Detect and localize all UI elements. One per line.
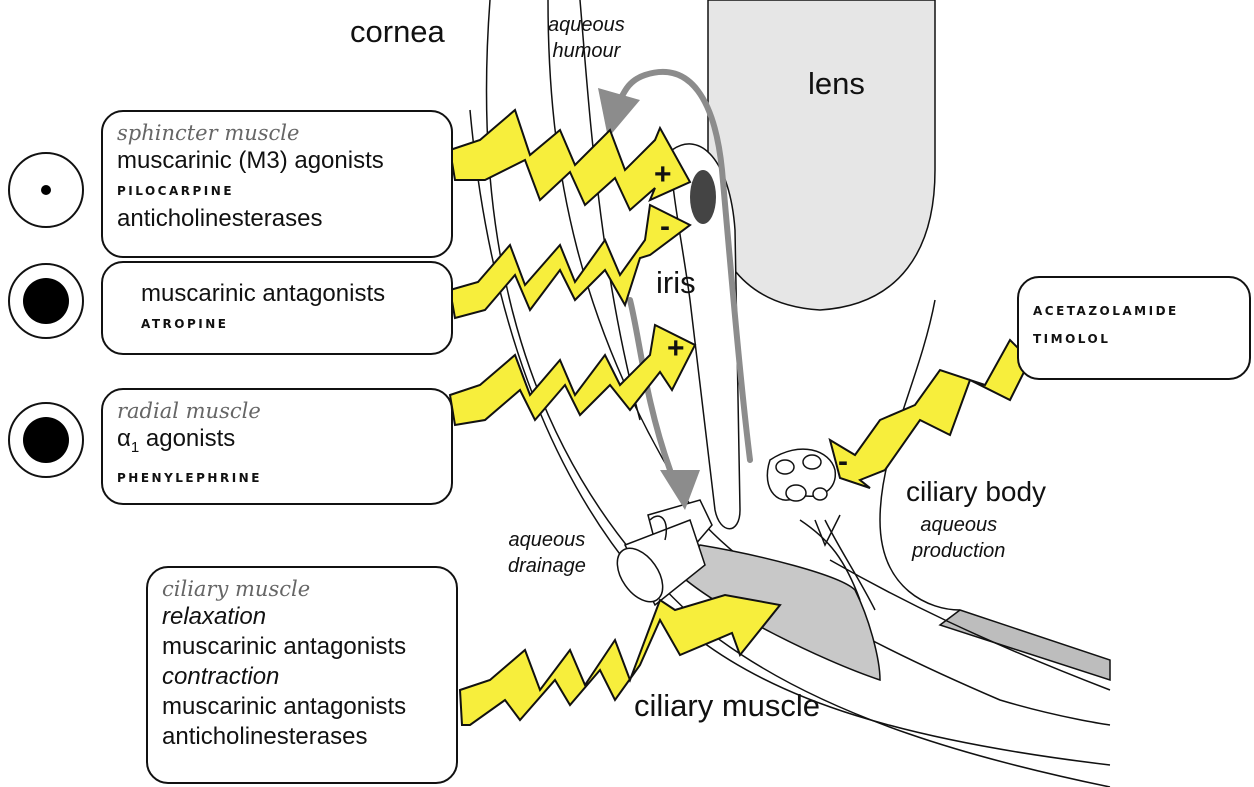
aqueous-drainage-line2: drainage (508, 555, 586, 577)
radial-effect-sign: + (667, 334, 685, 364)
alpha-subscript: 1 (131, 439, 139, 456)
relaxation-antagonists-text: muscarinic antagonists (162, 632, 442, 662)
contraction-anticholinesterases-text: anticholinesterases (162, 722, 442, 752)
dilated-pupil-dot-2 (23, 417, 69, 463)
ciliary-body-label: ciliary body (906, 476, 1046, 508)
phenylephrine-label: PHENYLEPHRINE (117, 463, 437, 491)
sphincter-anticholinesterases-text: anticholinesterases (117, 204, 437, 234)
iris-label: iris (656, 265, 696, 301)
aqueous-arrowhead-top (598, 88, 640, 138)
radial-heading: radial muscle (117, 398, 437, 424)
bolt-production (830, 340, 1030, 488)
antagonist-effect-sign: - (660, 212, 670, 242)
dilated-pupil-icon-1 (8, 263, 84, 339)
contraction-antagonists-text: muscarinic antagonists (162, 692, 442, 722)
alpha1-agonists-text: α1 agonists (117, 424, 437, 463)
aqueous-production-line2: production (912, 540, 1005, 562)
aqueous-production-drugs-box: ACETAZOLAMIDE TIMOLOL (1017, 276, 1251, 380)
aqueous-humour-line1: aqueous (548, 14, 625, 36)
bolt-radial (450, 325, 695, 425)
ciliary-muscle-box: ciliary muscle relaxation muscarinic ant… (146, 566, 458, 784)
aqueous-production-line1: aqueous (920, 514, 997, 536)
timolol-label: TIMOLOL (1033, 324, 1235, 352)
antagonists-box: muscarinic antagonists ATROPINE (101, 261, 453, 355)
sphincter-effect-sign: + (654, 160, 672, 190)
sphincter-agonists-text: muscarinic (M3) agonists (117, 146, 437, 176)
relaxation-label: relaxation (162, 602, 442, 632)
sphincter-muscle-spot (690, 170, 716, 224)
atropine-label: ATROPINE (141, 309, 437, 337)
aqueous-drainage-line1: aqueous (509, 529, 586, 551)
cornea-label: cornea (350, 14, 445, 50)
aqueous-humour-label: aqueous humour (548, 12, 625, 64)
lens-label: lens (808, 66, 865, 102)
pilocarpine-label: PILOCARPINE (117, 176, 437, 204)
contraction-label: contraction (162, 662, 442, 692)
schlemm-canal (608, 500, 712, 610)
production-effect-sign: - (838, 447, 848, 477)
dilated-pupil-dot-1 (23, 278, 69, 324)
ciliary-muscle-label: ciliary muscle (634, 688, 820, 724)
acetazolamide-label: ACETAZOLAMIDE (1033, 296, 1235, 324)
alpha-agonists-rest: agonists (139, 425, 235, 452)
sphincter-muscle-box: sphincter muscle muscarinic (M3) agonist… (101, 110, 453, 258)
lens-shape (708, 0, 935, 310)
ciliary-heading: ciliary muscle (162, 576, 442, 602)
antagonists-text: muscarinic antagonists (141, 279, 437, 309)
aqueous-production-label: aqueous production (912, 512, 1005, 564)
constricted-pupil-icon (8, 152, 84, 228)
constricted-pupil-dot (41, 185, 51, 195)
aqueous-drainage-label: aqueous drainage (508, 527, 586, 579)
sphincter-heading: sphincter muscle (117, 120, 437, 146)
alpha-symbol: α (117, 425, 131, 452)
radial-muscle-box: radial muscle α1 agonists PHENYLEPHRINE (101, 388, 453, 505)
retina-band (940, 610, 1110, 680)
dilated-pupil-icon-2 (8, 402, 84, 478)
aqueous-humour-line2: humour (552, 40, 620, 62)
